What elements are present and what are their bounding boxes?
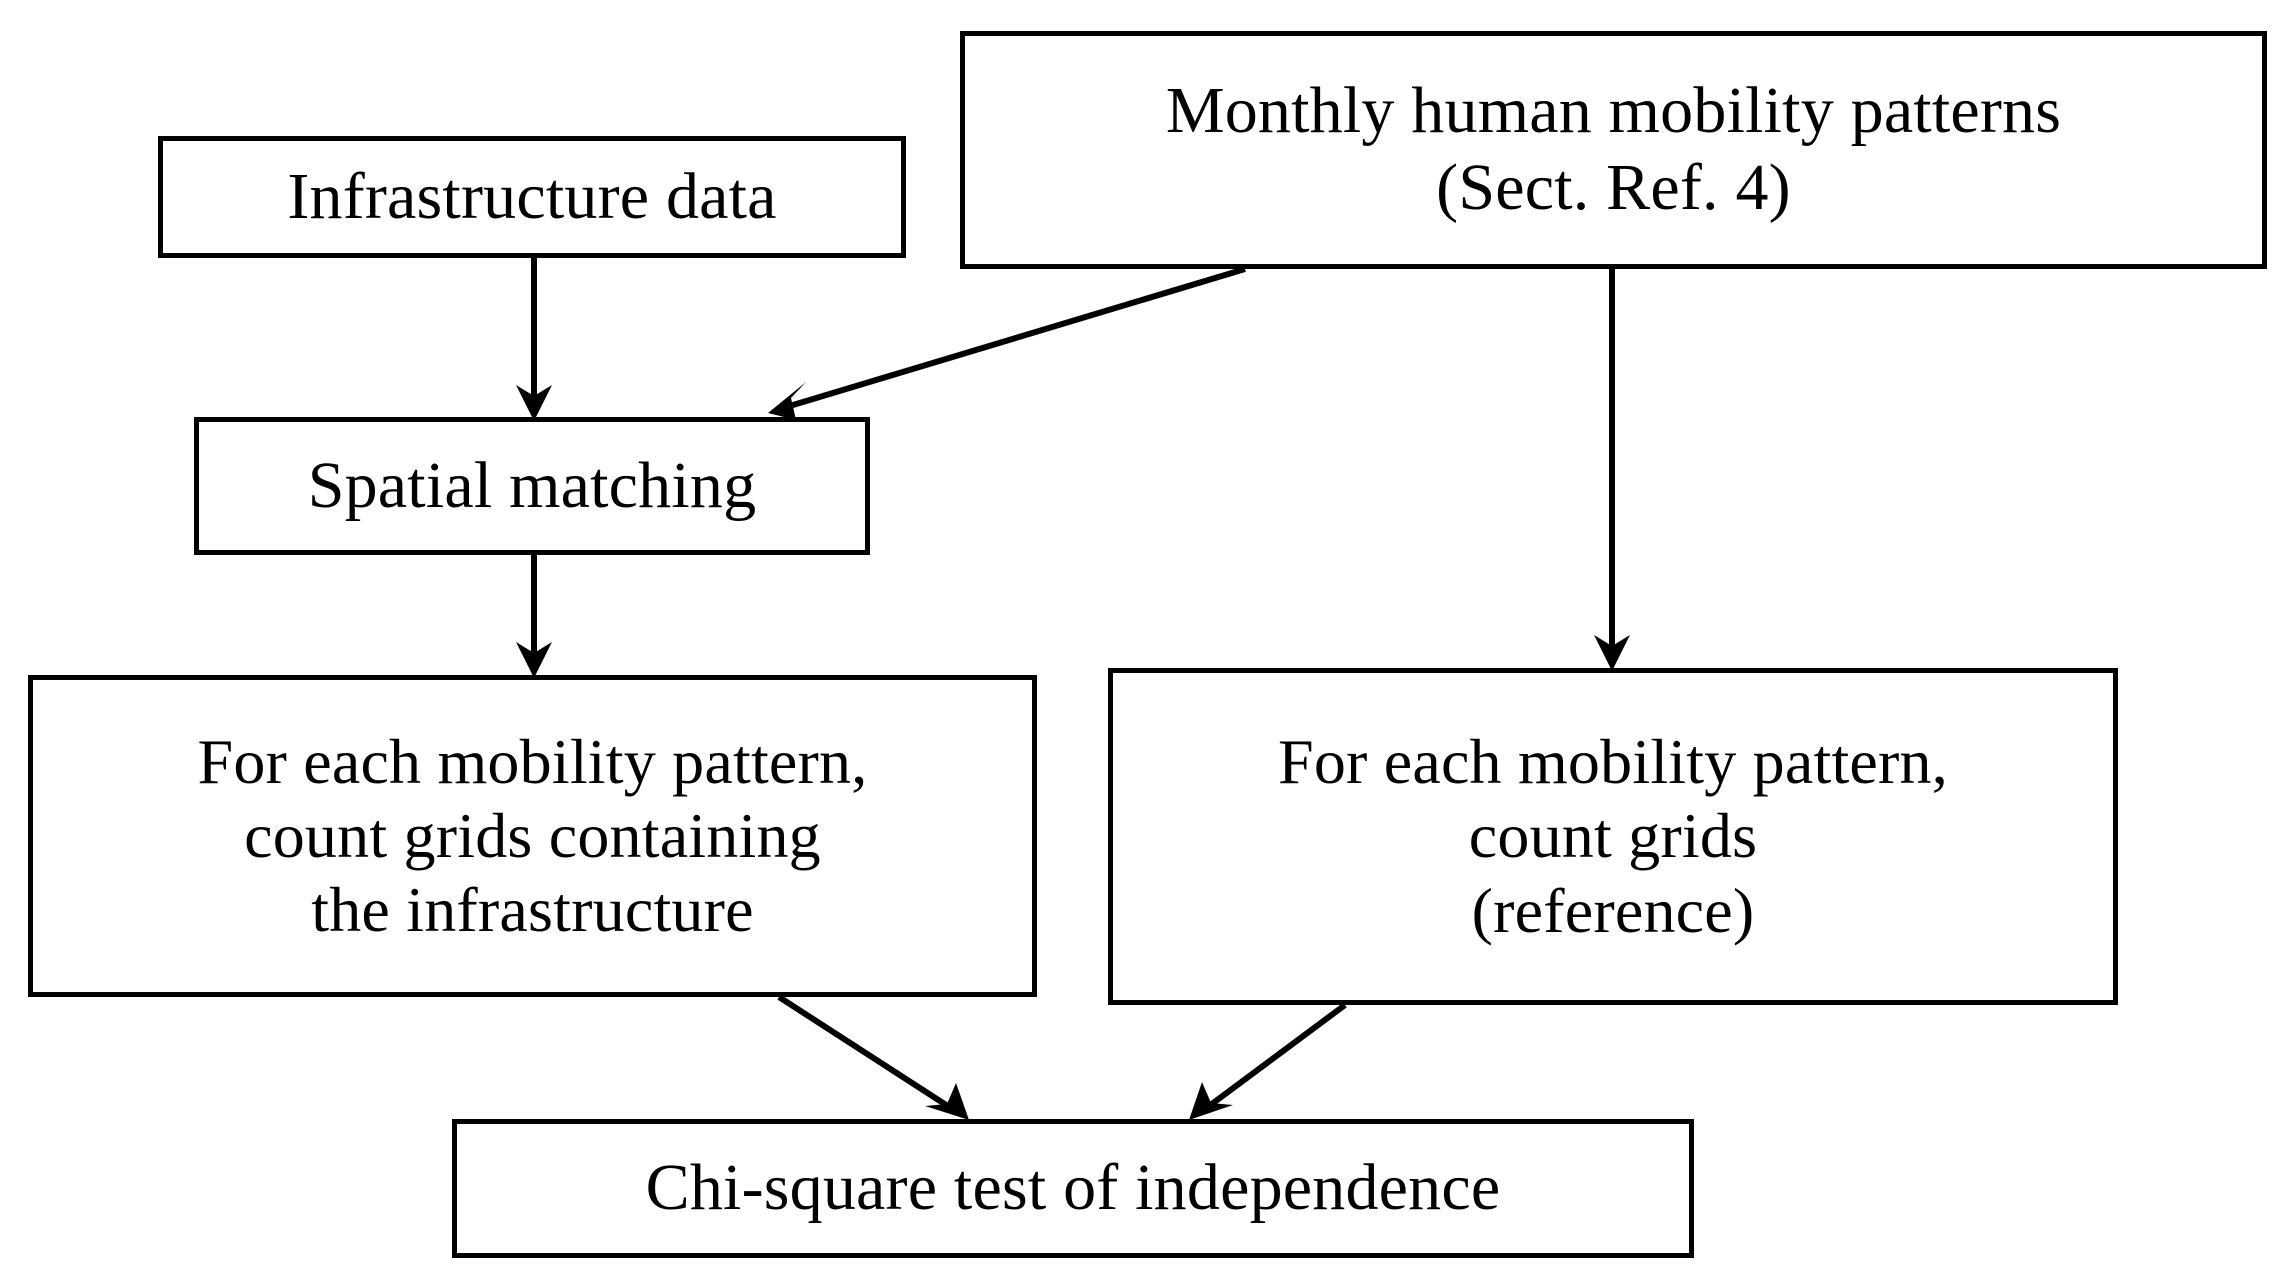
node-count-reference-line-3: (reference) [1471,874,1755,946]
node-count-infrastructure-line-2: count grids containing [244,799,821,871]
node-count-infrastructure[interactable]: For each mobility pattern, count grids c… [28,675,1037,997]
edge-spatial-to-count-infrastructure [516,555,552,678]
edge-infrastructure-to-spatial [516,258,552,421]
node-mobility-patterns[interactable]: Monthly human mobility patterns (Sect. R… [960,31,2267,269]
edge-mobility-to-spatial [768,266,1246,420]
node-spatial-matching[interactable]: Spatial matching [194,417,870,555]
node-chi-square-line-1: Chi-square test of independence [645,1151,1501,1225]
node-count-infrastructure-line-3: the infrastructure [311,874,754,946]
node-infrastructure-data[interactable]: Infrastructure data [158,136,906,258]
edge-count-infrastructure-to-chi-square [777,994,969,1120]
node-count-reference[interactable]: For each mobility pattern, count grids (… [1108,668,2118,1005]
node-count-reference-line-1: For each mobility pattern, [1278,726,1948,798]
node-spatial-matching-line-1: Spatial matching [307,448,757,522]
node-chi-square[interactable]: Chi-square test of independence [452,1119,1694,1258]
node-mobility-patterns-line-1: Monthly human mobility patterns [1165,74,2062,148]
edge-mobility-to-count-reference [1594,269,1630,671]
node-count-infrastructure-line-1: For each mobility pattern, [197,725,868,797]
node-infrastructure-data-line-1: Infrastructure data [287,159,777,233]
node-count-reference-line-2: count grids [1468,800,1758,872]
node-mobility-patterns-line-2: (Sect. Ref. 4) [1436,151,1791,224]
edge-count-reference-to-chi-square [1189,1002,1347,1120]
